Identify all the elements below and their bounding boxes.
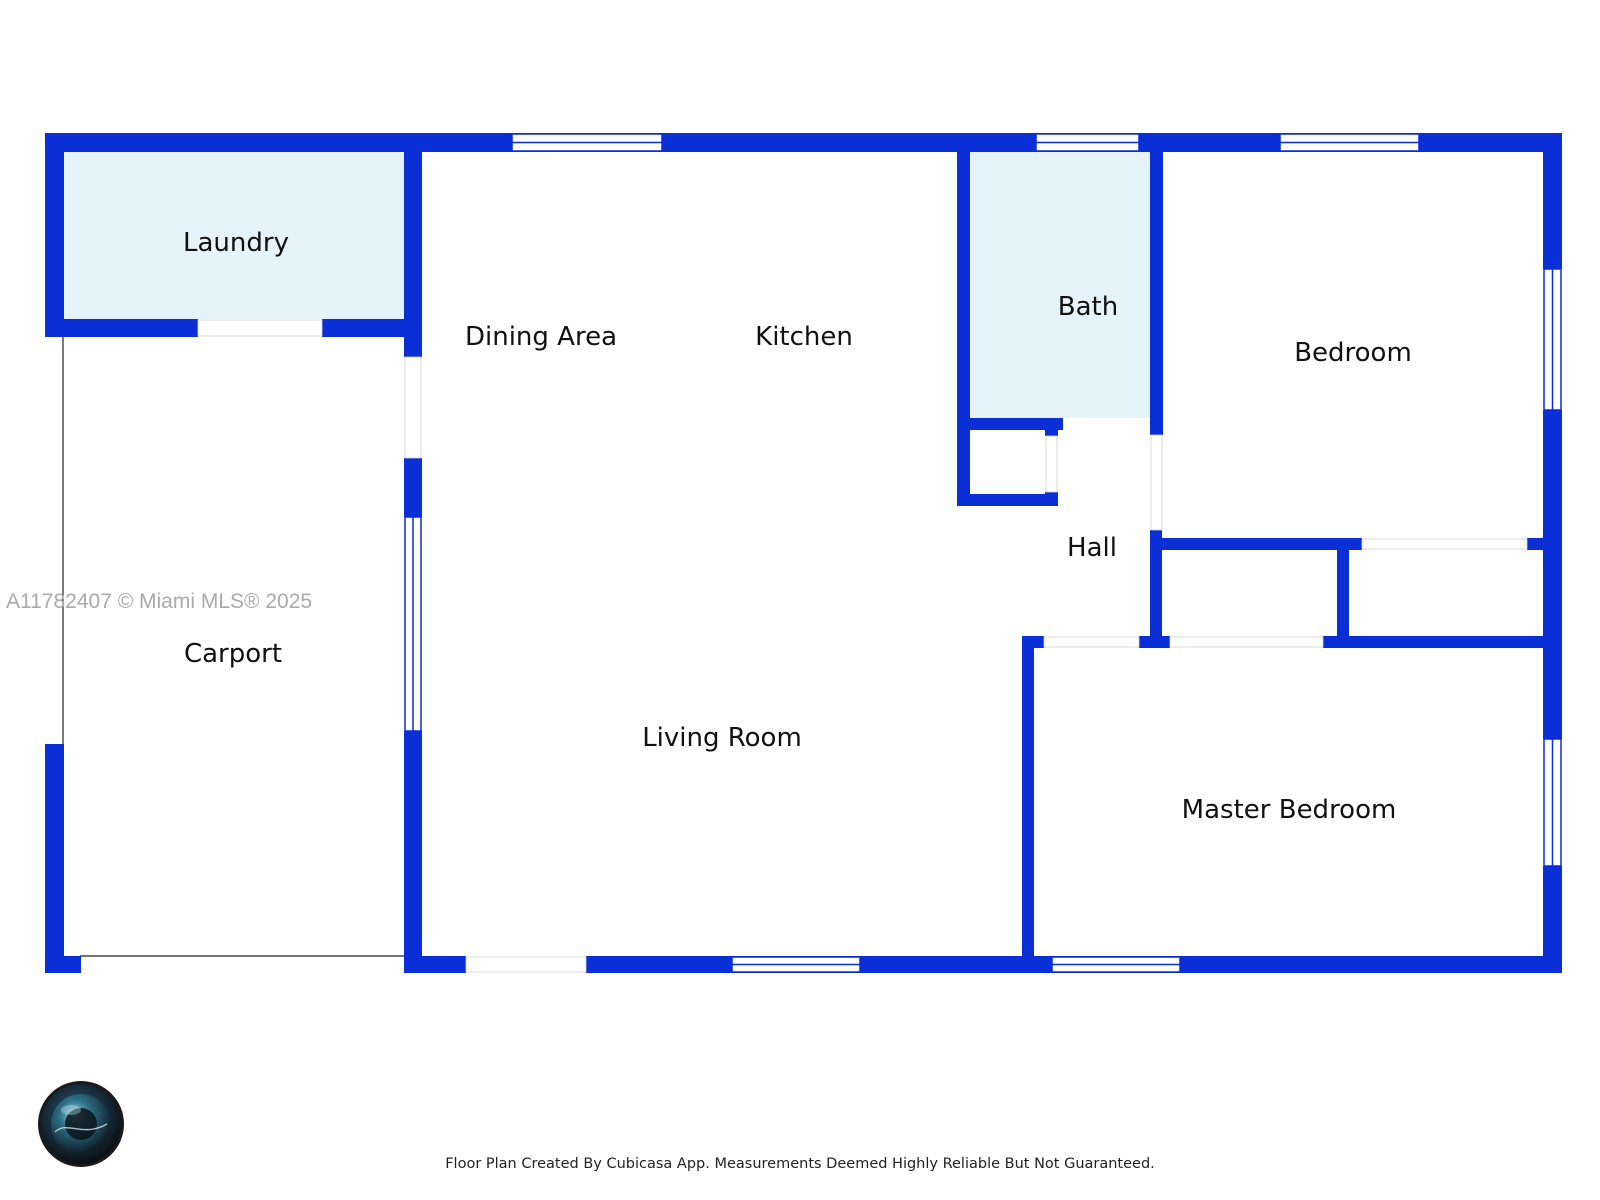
room-label-bedroom: Bedroom <box>1294 338 1412 368</box>
room-label-dining-area: Dining Area <box>465 322 617 352</box>
room-label-carport: Carport <box>184 639 282 669</box>
windows <box>404 133 1562 973</box>
room-label-hall: Hall <box>1067 533 1117 563</box>
mls-watermark: A11782407 © Miami MLS® 2025 <box>6 590 313 613</box>
room-label-laundry: Laundry <box>183 228 289 258</box>
laundry-room <box>63 151 408 319</box>
door-openings <box>197 319 1528 973</box>
bath-room <box>970 151 1156 418</box>
footer-disclaimer: Floor Plan Created By Cubicasa App. Meas… <box>445 1156 1155 1172</box>
room-label-master-bedroom: Master Bedroom <box>1182 795 1397 825</box>
camera-lens-logo-icon <box>38 1081 124 1167</box>
room-label-bath: Bath <box>1058 292 1118 322</box>
room-label-living-room: Living Room <box>642 723 802 753</box>
room-label-kitchen: Kitchen <box>755 322 853 352</box>
